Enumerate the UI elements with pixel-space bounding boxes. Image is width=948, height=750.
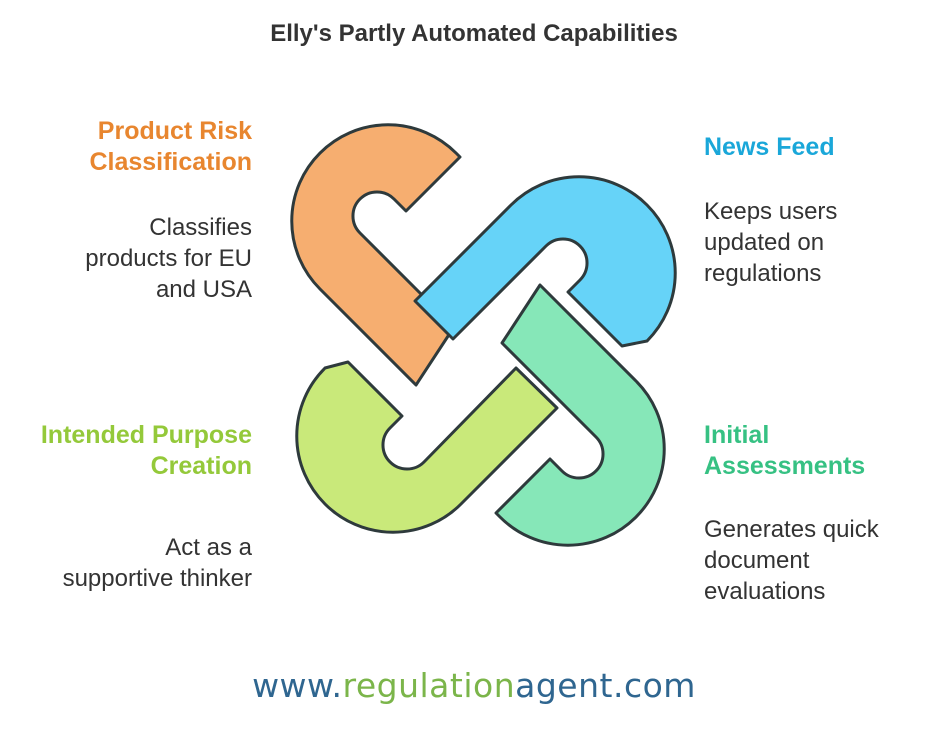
product-risk-description: Classifies products for EU and USA xyxy=(0,212,252,305)
product-risk-block: Product Risk Classification xyxy=(0,116,252,178)
news-feed-link-shape xyxy=(413,175,677,348)
footer-url-suffix: .com xyxy=(612,666,696,705)
intended-purpose-desc-line-2: supportive thinker xyxy=(62,565,252,592)
news-feed-description: Keeps users updated on regulations xyxy=(704,196,944,289)
product-risk-heading: Product Risk Classification xyxy=(0,116,252,178)
footer-url[interactable]: www.regulationagent.com xyxy=(0,666,948,705)
product-risk-desc-line-1: Classifies xyxy=(149,214,252,241)
news-feed-desc-line-3: regulations xyxy=(704,260,822,287)
intended-purpose-link-shape xyxy=(295,360,559,534)
product-risk-heading-line-2: Classification xyxy=(89,148,252,176)
product-risk-heading-line-1: Product Risk xyxy=(97,117,252,145)
product-risk-link-shape xyxy=(290,123,462,387)
initial-assessments-desc-line-1: Generates quick xyxy=(704,516,879,543)
intended-purpose-heading-line-2: Creation xyxy=(150,452,252,480)
news-feed-block: News Feed xyxy=(704,132,944,163)
initial-assessments-description: Generates quick document evaluations xyxy=(704,514,944,607)
footer-url-regulation: regulation xyxy=(342,666,516,705)
initial-assessments-heading: Initial Assessments xyxy=(704,420,944,482)
intended-purpose-block: Intended Purpose Creation xyxy=(0,420,252,482)
news-feed-desc-line-2: updated on xyxy=(704,229,825,256)
initial-assessments-desc-line-2: document xyxy=(704,547,810,574)
initial-assessments-heading-line-2: Assessments xyxy=(704,452,866,480)
intended-purpose-description: Act as a supportive thinker xyxy=(0,532,252,594)
news-feed-desc-line-1: Keeps users xyxy=(704,198,838,225)
initial-assessments-block: Initial Assessments xyxy=(704,420,944,482)
footer-url-agent: agent xyxy=(515,666,613,705)
initial-assessments-heading-line-1: Initial xyxy=(704,421,770,449)
footer-url-prefix: www. xyxy=(252,666,343,705)
initial-assessments-link-shape xyxy=(494,283,666,547)
diagram-title: Elly's Partly Automated Capabilities xyxy=(270,20,678,47)
intended-purpose-desc-line-1: Act as a xyxy=(165,534,252,561)
intended-purpose-heading: Intended Purpose Creation xyxy=(0,420,252,482)
product-risk-desc-line-3: and USA xyxy=(155,276,252,303)
product-risk-desc-line-2: products for EU xyxy=(85,245,252,272)
news-feed-heading: News Feed xyxy=(704,133,835,161)
initial-assessments-desc-line-3: evaluations xyxy=(704,578,826,605)
intended-purpose-heading-line-1: Intended Purpose xyxy=(40,421,252,449)
